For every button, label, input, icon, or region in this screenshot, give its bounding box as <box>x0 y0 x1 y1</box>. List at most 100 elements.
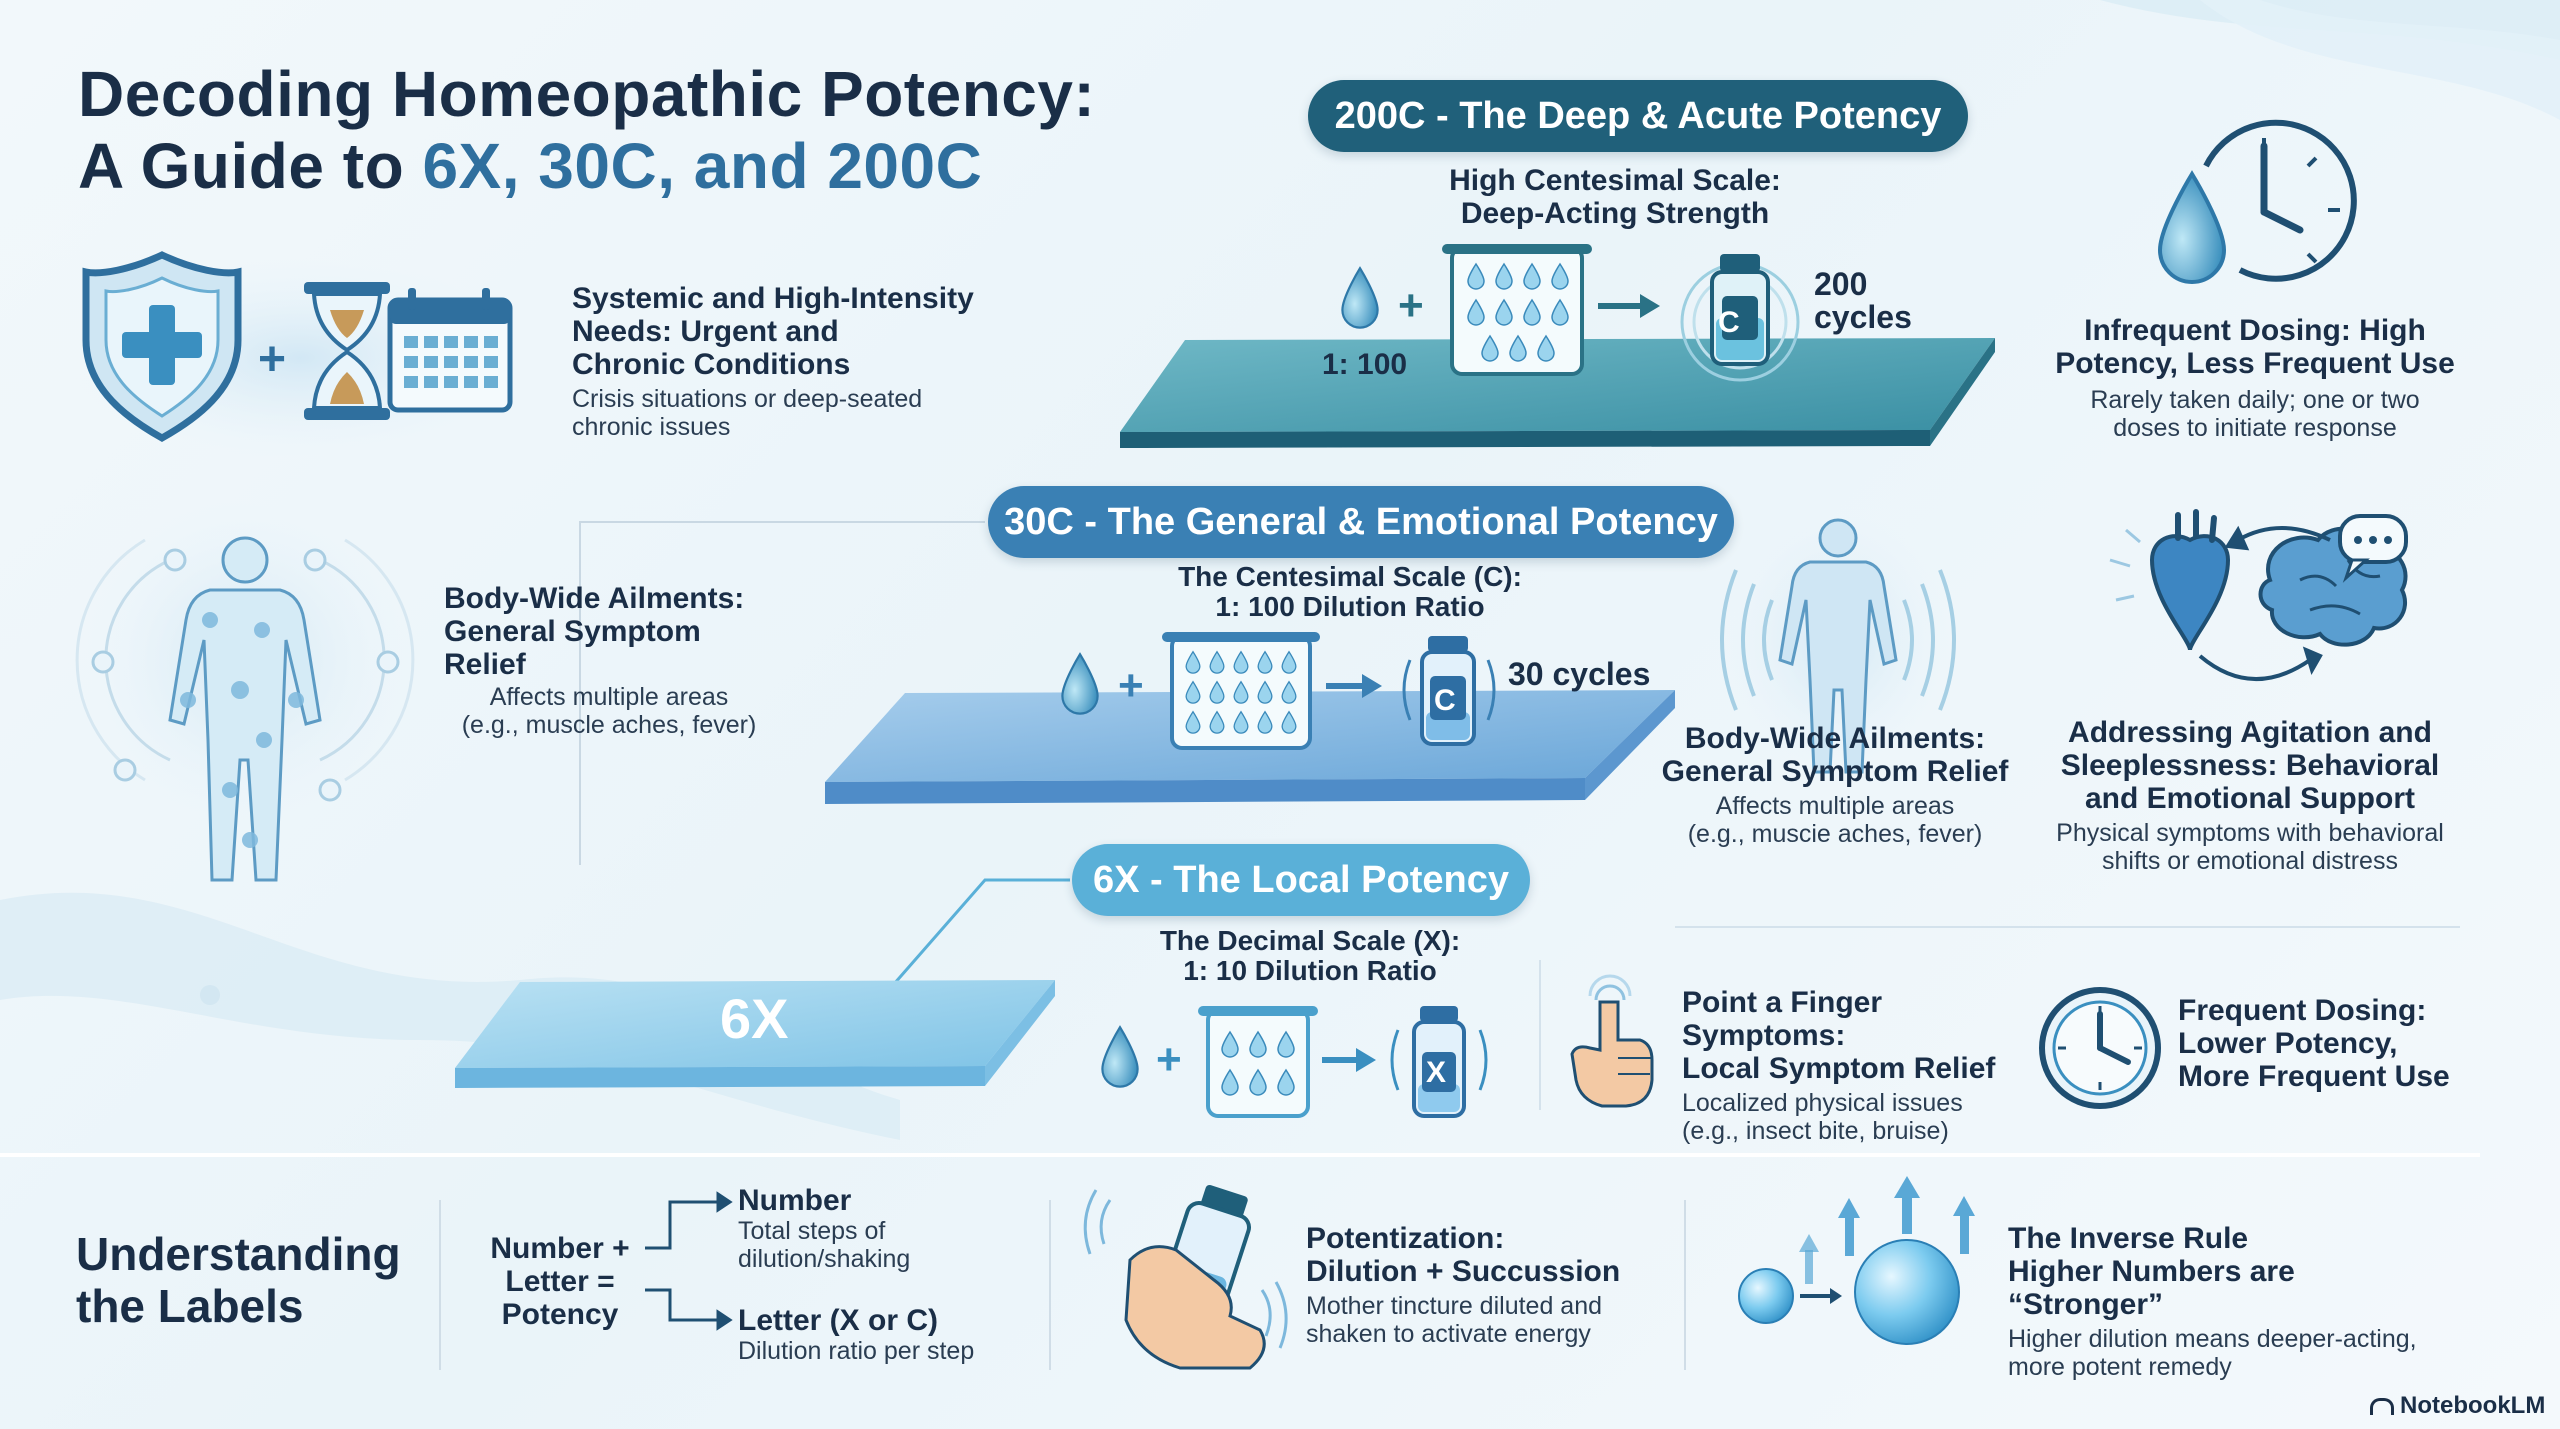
infrequent-text-2: doses to initiate response <box>2113 414 2397 442</box>
labels-heading-1: Understanding <box>76 1228 401 1280</box>
platform-200c <box>1120 338 1995 448</box>
block-agitation: Addressing Agitation and Sleeplessness: … <box>2030 716 2470 875</box>
body-mid-heading-1: Body-Wide Ailments: <box>1684 722 1986 755</box>
infrequent-text-1: Rarely taken daily; one or two <box>2090 386 2420 414</box>
infrequent-heading-2: Potency, Less Frequent Use <box>2055 347 2455 380</box>
vial-letter-30c: C <box>1434 684 1456 717</box>
title-prefix: A Guide to <box>78 130 423 202</box>
number-heading: Number <box>738 1184 852 1217</box>
number-text-1: Total steps of <box>738 1217 886 1245</box>
body-left-heading-2: General Symptom <box>444 615 701 648</box>
arrow-right-icon <box>2198 525 2331 681</box>
platform-6x <box>455 980 1055 1088</box>
potentization-text-1: Mother tincture diluted and <box>1306 1292 1603 1320</box>
ratio-200c: 1: 100 <box>1322 348 1408 381</box>
arrow-up-icon <box>1799 1176 1975 1284</box>
pill-30c: 30C - The General & Emotional Potency <box>988 486 1734 558</box>
title-line-2: A Guide to 6X, 30C, and 200C <box>78 130 1095 202</box>
water-drop-icon <box>1101 1025 1139 1088</box>
scale-200c: High Centesimal Scale: Deep-Acting Stren… <box>1390 164 1840 230</box>
formula: Number + Letter = Potency <box>480 1232 640 1331</box>
infrequent-heading-1: Infrequent Dosing: High <box>2084 314 2426 347</box>
inverse-text-1: Higher dilution means deeper-acting, <box>2008 1325 2417 1353</box>
vial-icon <box>1680 254 1800 382</box>
potentization-text-2: shaken to activate energy <box>1306 1320 1591 1348</box>
formula-line-2: Letter = <box>505 1265 615 1298</box>
agitation-text-2: shifts or emotional distress <box>2102 847 2398 875</box>
block-frequent-dosing: Frequent Dosing: Lower Potency, More Fre… <box>2178 994 2478 1093</box>
scale-6x-line2: 1: 10 Dilution Ratio <box>1183 955 1437 986</box>
scale-30c-line2: 1: 100 Dilution Ratio <box>1215 591 1485 622</box>
letter-heading: Letter (X or C) <box>738 1304 939 1337</box>
speech-bubble-icon <box>2338 514 2408 583</box>
finger-heading-2: Local Symptom Relief <box>1682 1052 1996 1085</box>
block-systemic-needs: Systemic and High-Intensity Needs: Urgen… <box>572 282 1032 441</box>
mix-30c: + <box>1061 632 1496 750</box>
pill-200c: 200C - The Deep & Acute Potency <box>1308 80 1968 152</box>
scale-30c-line1: The Centesimal Scale (C): <box>1178 561 1522 592</box>
systemic-heading-3: Chronic Conditions <box>572 348 851 381</box>
inverse-text-2: more potent remedy <box>2008 1353 2232 1381</box>
hand-shaking-vial-icon <box>1083 1184 1288 1370</box>
block-body-wide-mid: Body-Wide Ailments: General Symptom Reli… <box>1650 722 2020 848</box>
water-drop-icon <box>1341 266 1379 329</box>
pointing-finger-icon <box>1570 974 1654 1108</box>
systemic-heading-1: Systemic and High-Intensity <box>572 282 974 315</box>
cycles-200c-num: 200 <box>1814 266 1868 302</box>
cycles-200c-word: cycles <box>1814 299 1912 335</box>
finger-text-2: (e.g., insect bite, bruise) <box>1682 1117 1949 1145</box>
brand-notebooklm: NotebookLM <box>2370 1392 2545 1420</box>
potentization-heading-1: Potentization: <box>1306 1222 1505 1255</box>
arrow-right-icon <box>1598 294 1660 318</box>
body-mid-heading-2: General Symptom Relief <box>1661 755 2009 788</box>
systemic-heading-2: Needs: Urgent and <box>572 315 839 348</box>
human-body-icon <box>75 500 415 882</box>
body-left-heading-3: Relief <box>444 648 526 681</box>
agitation-text-1: Physical symptoms with behavioral <box>2056 819 2444 847</box>
clock-icon <box>2203 119 2357 282</box>
page-title: Decoding Homeopathic Potency: A Guide to… <box>78 58 1095 202</box>
svg-text:+: + <box>1156 1035 1182 1084</box>
labels-heading: Understanding the Labels <box>76 1228 401 1332</box>
water-drop-icon <box>2158 172 2226 284</box>
heart-icon <box>2109 509 2231 651</box>
frequent-heading-1: Frequent Dosing: <box>2178 994 2427 1027</box>
pill-6x: 6X - The Local Potency <box>1072 844 1530 916</box>
platform-label-6x: 6X <box>720 987 789 1050</box>
scale-30c: The Centesimal Scale (C): 1: 100 Dilutio… <box>1140 562 1560 622</box>
beaker-icon <box>1442 244 1592 376</box>
brand-text: NotebookLM <box>2400 1392 2546 1419</box>
body-left-text-1: Affects multiple areas <box>489 683 729 711</box>
body-mid-text-1: Affects multiple areas <box>1715 792 1955 820</box>
water-drop-icon <box>1061 652 1099 715</box>
finger-text-1: Localized physical issues <box>1682 1089 1963 1117</box>
body-mid-text-2: (e.g., muscie aches, fever) <box>1687 820 1983 848</box>
notebooklm-logo-icon <box>2370 1397 2394 1415</box>
human-body-icon <box>1720 510 1956 774</box>
inverse-heading-1: The Inverse Rule <box>2008 1222 2249 1255</box>
svg-text:+: + <box>1118 661 1144 710</box>
beaker-icon <box>1198 1006 1318 1118</box>
formula-line-3: Potency <box>501 1298 619 1331</box>
scale-200c-line2: Deep-Acting Strength <box>1460 197 1770 230</box>
calendar-icon <box>387 288 513 413</box>
hourglass-icon <box>304 282 390 420</box>
number-text-2: dilution/shaking <box>738 1245 911 1273</box>
arrow-right-icon <box>1326 674 1382 698</box>
arrow-right-icon <box>1322 1048 1376 1072</box>
block-infrequent-dosing: Infrequent Dosing: High Potency, Less Fr… <box>2030 314 2480 442</box>
systemic-text-2: chronic issues <box>572 413 731 441</box>
clock-icon <box>2039 987 2161 1109</box>
mix-6x: + <box>1101 1006 1488 1118</box>
vial-icon <box>1390 1006 1488 1118</box>
inverse-heading-2: Higher Numbers are “Stronger” <box>2008 1255 2295 1321</box>
beaker-icon <box>1162 632 1320 750</box>
frequent-heading-2: Lower Potency, <box>2178 1027 2398 1060</box>
formula-line-1: Number + <box>490 1232 630 1265</box>
svg-text:+: + <box>258 333 286 386</box>
cycles-200c: 200 cycles <box>1814 268 1912 334</box>
systemic-text-1: Crisis situations or deep-seated <box>572 385 923 413</box>
cycles-30c: 30 cycles <box>1508 656 1651 692</box>
block-point-finger: Point a Finger Symptoms: Local Symptom R… <box>1682 986 2052 1145</box>
